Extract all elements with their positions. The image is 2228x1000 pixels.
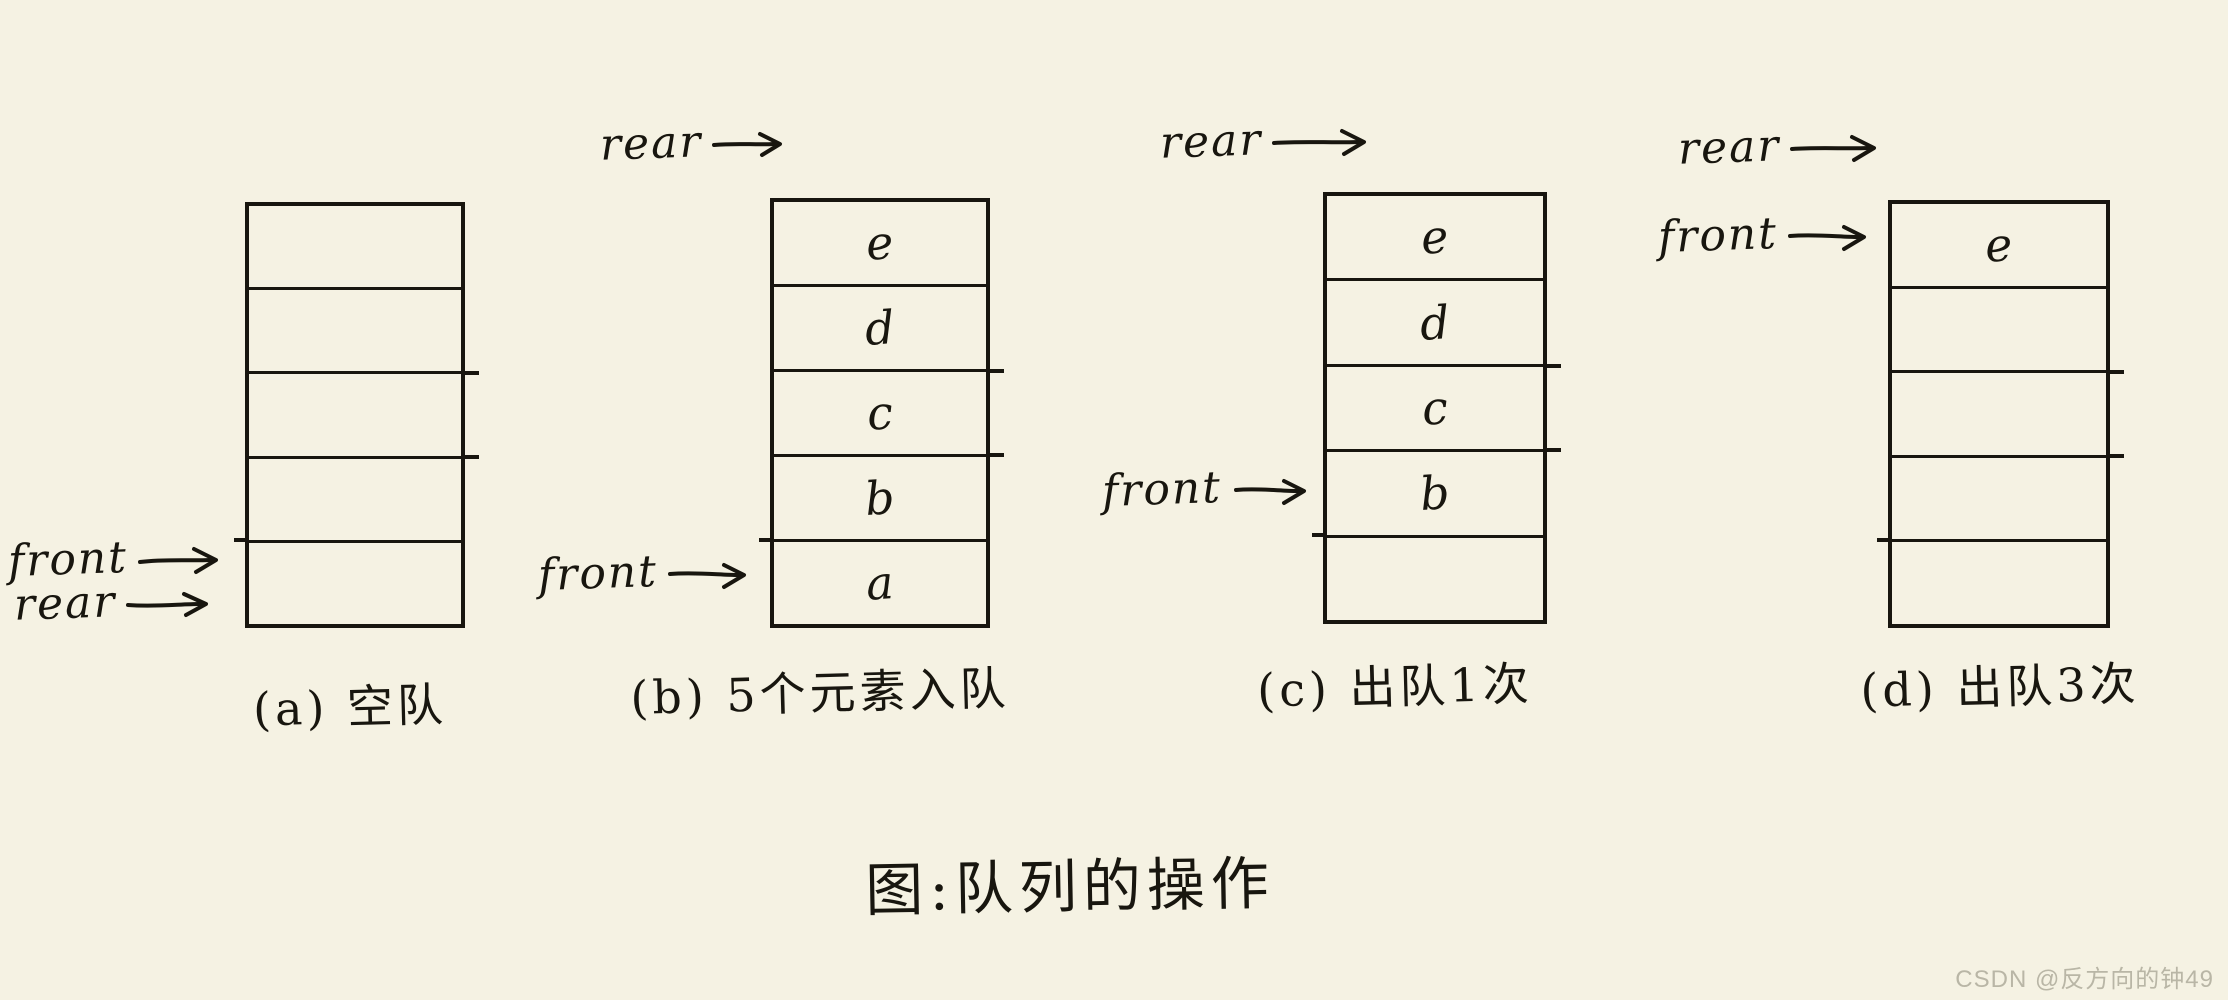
queue-c-cell-3: c xyxy=(1327,363,1543,449)
divider-overshoot xyxy=(1312,533,1327,538)
divider-overshoot xyxy=(2106,454,2124,458)
queue-d-cell-5 xyxy=(1892,539,2106,624)
cell-value: b xyxy=(863,470,897,526)
csdn-watermark: CSDN @反方向的钟49 xyxy=(1955,966,2214,993)
cell-value: e xyxy=(864,215,896,271)
queue-d-cell-2 xyxy=(1892,285,2106,371)
cell-value: a xyxy=(864,555,896,611)
pointer-rear-queue-a: rear xyxy=(13,576,218,631)
rear-label: rear xyxy=(13,576,118,631)
cell-value: c xyxy=(865,385,895,441)
queue-a xyxy=(234,202,479,628)
right-arrow-icon xyxy=(126,592,209,617)
right-arrow-icon xyxy=(1787,225,1866,251)
pointer-rear-queue-b: rear xyxy=(599,116,792,171)
pointer-front-queue-a: front xyxy=(7,532,230,587)
cell-value: c xyxy=(1420,380,1450,436)
divider-overshoot xyxy=(986,453,1004,458)
cell-value: d xyxy=(863,300,897,356)
cell-value: b xyxy=(1418,465,1452,522)
right-arrow-icon xyxy=(712,132,783,157)
queue-d: e xyxy=(1877,200,2124,628)
queue-d-cell-4 xyxy=(1892,454,2106,540)
divider-overshoot xyxy=(461,371,479,376)
divider-overshoot xyxy=(1877,538,1892,542)
right-arrow-icon xyxy=(1272,129,1367,156)
caption-queue-b: (b) 5个元素入队 xyxy=(629,661,1011,725)
rear-label: rear xyxy=(1677,120,1782,175)
right-arrow-icon xyxy=(137,547,218,574)
divider-overshoot xyxy=(461,454,479,459)
pointer-front-queue-b: front xyxy=(537,545,758,602)
cell-value: d xyxy=(1418,294,1452,351)
caption-queue-d: (d) 出队3次 xyxy=(1859,656,2141,718)
queue-d-cell-3 xyxy=(1892,370,2106,455)
queue-d-cell-1: e xyxy=(1892,204,2106,286)
queue-c-cell-1: e xyxy=(1327,196,1543,278)
right-arrow-icon xyxy=(1790,135,1877,162)
queue-b: e d c b a xyxy=(759,198,1004,628)
divider-overshoot xyxy=(1543,448,1561,453)
queue-a-cell-2 xyxy=(249,287,461,371)
caption-queue-a: (a) 空队 xyxy=(252,677,448,737)
divider-overshoot xyxy=(234,538,249,543)
figure-caption: 图:队列的操作 xyxy=(864,849,1276,925)
cell-value: e xyxy=(1419,209,1451,266)
divider-overshoot xyxy=(986,368,1004,373)
right-arrow-icon xyxy=(667,563,746,589)
divider-overshoot xyxy=(759,537,774,542)
queue-a-cell-1 xyxy=(249,206,461,287)
queue-b-cell-1: e xyxy=(774,202,986,284)
right-arrow-icon xyxy=(1233,479,1306,505)
divider-overshoot xyxy=(2106,370,2124,374)
rear-label: rear xyxy=(599,116,704,171)
pointer-front-queue-d: front xyxy=(1657,207,1878,264)
cell-value: e xyxy=(1983,216,2015,273)
caption-queue-c: (c) 出队1次 xyxy=(1256,656,1534,718)
front-label: front xyxy=(537,545,659,602)
pointer-rear-queue-c: rear xyxy=(1159,114,1376,169)
front-label: front xyxy=(1657,207,1779,264)
queue-a-cell-5 xyxy=(249,539,461,624)
queue-c-cell-2: d xyxy=(1327,278,1543,363)
queue-b-cell-5: a xyxy=(774,539,986,624)
pointer-front-queue-c: front xyxy=(1101,461,1318,518)
queue-c: e d c b xyxy=(1312,192,1561,624)
queue-b-cell-3: c xyxy=(774,369,986,454)
queue-a-cell-4 xyxy=(249,455,461,540)
front-label: front xyxy=(1101,461,1223,518)
pointer-rear-queue-d: rear xyxy=(1677,120,1886,175)
queue-b-cell-4: b xyxy=(774,454,986,539)
queue-c-cell-5 xyxy=(1327,534,1543,620)
rear-label: rear xyxy=(1159,114,1264,169)
queue-a-cell-3 xyxy=(249,371,461,455)
divider-overshoot xyxy=(1543,363,1561,368)
queue-b-cell-2: d xyxy=(774,284,986,369)
queue-c-cell-4: b xyxy=(1327,449,1543,534)
